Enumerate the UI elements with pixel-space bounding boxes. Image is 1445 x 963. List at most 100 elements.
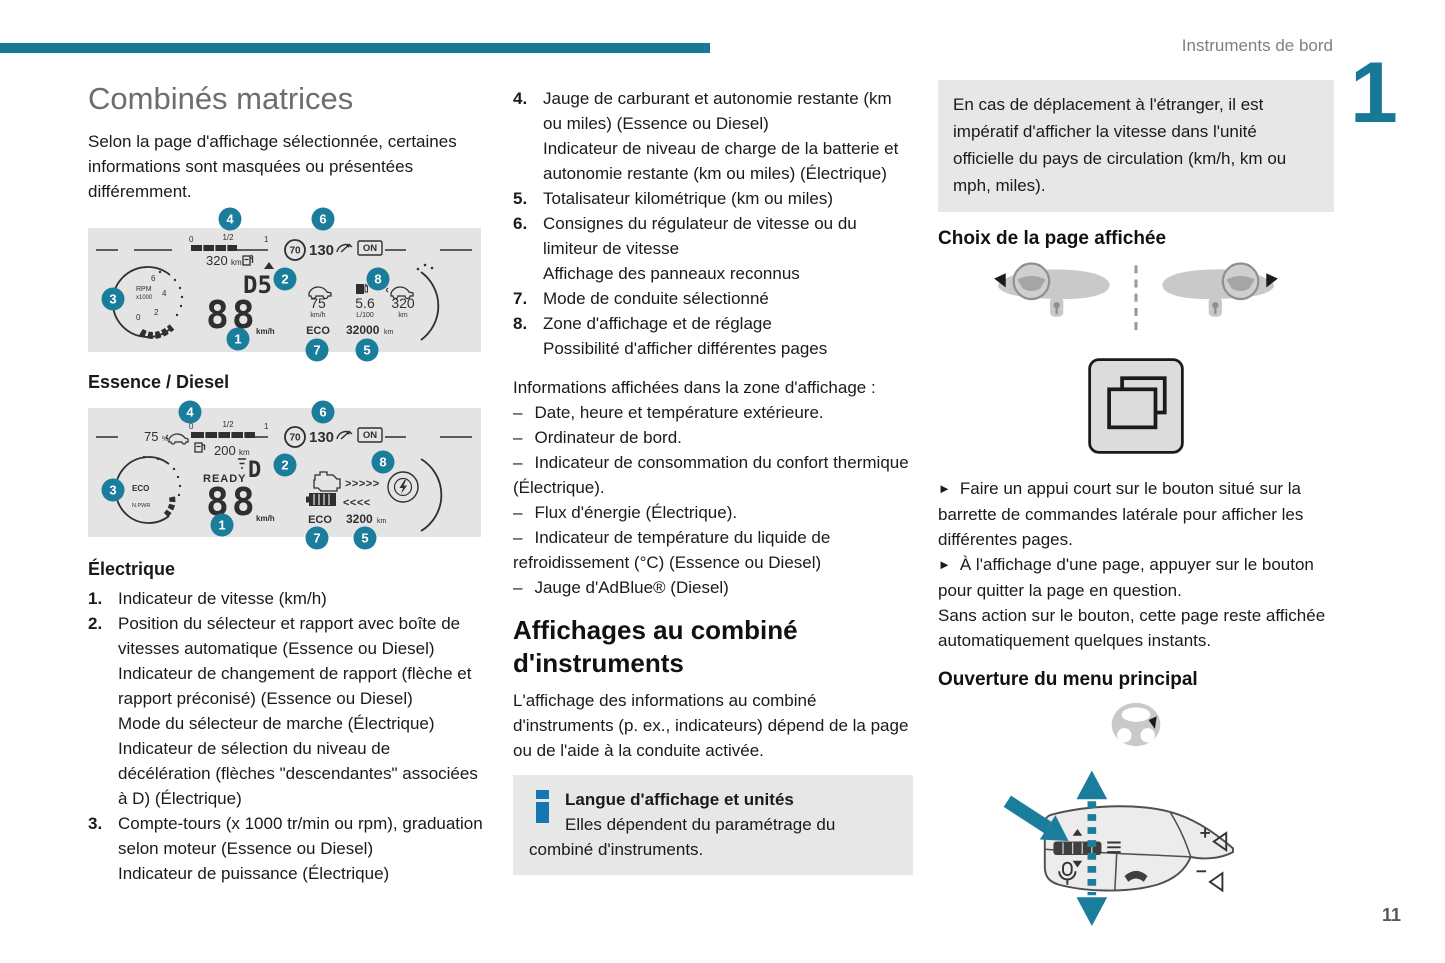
dash-item: –Ordinateur de bord.	[513, 428, 682, 447]
svg-text:4: 4	[226, 212, 234, 227]
zone-intro: Informations affichées dans la zone d'af…	[513, 378, 876, 397]
dash-item: –Jauge d'AdBlue® (Diesel)	[513, 578, 729, 597]
svg-text:1/2: 1/2	[222, 420, 234, 429]
svg-text:km: km	[239, 448, 250, 457]
list-item: 8. Zone d'affichage et de réglage Possib…	[513, 314, 828, 358]
svg-text:5: 5	[363, 343, 370, 358]
callout-7: 7	[305, 526, 329, 550]
dash-item: –Flux d'énergie (Électrique).	[513, 503, 738, 522]
dashboard-orientation-figure	[938, 260, 1334, 343]
svg-text:km: km	[377, 518, 387, 525]
svg-text:x1000: x1000	[136, 295, 153, 301]
list-item: 4. Jauge de carburant et autonomie resta…	[513, 89, 899, 183]
dash-item: –Indicateur de température du liquide de…	[513, 528, 831, 572]
svg-text:km: km	[398, 312, 408, 319]
cluster-figure-electrique: 75 % 0 1/2 1 200 km	[88, 400, 481, 550]
speed-limit-sign: 70	[284, 426, 306, 448]
callout-6: 6	[311, 207, 335, 231]
figure2-caption: Électrique	[88, 559, 176, 580]
svg-text:200: 200	[214, 443, 236, 458]
phone-icon	[1124, 870, 1148, 882]
scroll-up-arrow-icon	[1072, 829, 1083, 836]
figure1-caption: Essence / Diesel	[88, 372, 230, 393]
running-head: Instruments de bord	[1181, 36, 1333, 55]
pointer-icon: ►	[938, 557, 951, 572]
svg-text:km/h: km/h	[256, 514, 275, 523]
fuel-pump-icon	[356, 283, 368, 295]
callout-3: 3	[101, 287, 125, 311]
instruction: ►À l'affichage d'une page, appuyer sur l…	[938, 555, 1314, 600]
callout-1: 1	[210, 513, 234, 537]
electric-motor-icon	[387, 471, 419, 503]
section-body: L'affichage des informations au combiné …	[513, 691, 909, 760]
left-column: Combinés matrices Selon la page d'affich…	[88, 81, 486, 886]
svg-text:5.6: 5.6	[355, 295, 375, 311]
top-accent-bar	[0, 43, 710, 53]
callout-2: 2	[273, 453, 297, 477]
instruction: ►Faire un appui court sur le bouton situ…	[938, 479, 1304, 549]
svg-text:1/2: 1/2	[222, 233, 234, 242]
info-box: Langue d'affichage et unités Elles dépen…	[513, 775, 913, 875]
svg-text:1: 1	[264, 422, 269, 431]
digital-speed: 88 km/h	[206, 293, 275, 337]
heading-page-choice: Choix de la page affichée	[938, 228, 1167, 249]
callout-6: 6	[311, 400, 335, 424]
callout-2: 2	[273, 267, 297, 291]
car-icon	[308, 286, 332, 300]
page-title: Combinés matrices	[88, 81, 354, 116]
volume-up-button[interactable]	[1200, 828, 1228, 853]
svg-text:D: D	[248, 458, 261, 483]
section-title: Affichages au combiné d'instruments	[513, 615, 798, 678]
lightning-icon	[399, 480, 407, 495]
callout-4: 4	[178, 400, 202, 424]
svg-text:ECO: ECO	[132, 484, 149, 493]
svg-text:7: 7	[313, 531, 320, 546]
volume-down-button[interactable]	[1196, 870, 1224, 893]
svg-text:75: 75	[144, 429, 158, 444]
svg-text:0: 0	[189, 422, 194, 431]
car-charging-icon	[165, 433, 189, 445]
menu-list-icon	[1107, 841, 1121, 854]
on-indicator: ON	[357, 240, 383, 256]
svg-text:km/h: km/h	[310, 312, 325, 319]
svg-text:320: 320	[391, 295, 415, 311]
list-item: 2. Position du sélecteur et rapport avec…	[88, 614, 478, 809]
svg-text:%: %	[162, 436, 168, 443]
speed-limit-sign: 70	[284, 239, 306, 261]
svg-text:70: 70	[289, 433, 301, 444]
callout-7: 7	[305, 338, 329, 362]
callout-5: 5	[353, 526, 377, 550]
tachometer: RPM x1000 0 2 4 6	[111, 266, 184, 340]
side-controls-figure	[938, 757, 1334, 933]
charge-gauge: 0 1/2 1 200 km	[189, 420, 269, 458]
notice-box: En cas de déplacement à l'étranger, il e…	[938, 80, 1334, 212]
steering-wheel-icon	[1111, 702, 1161, 747]
pointer-icon: ►	[938, 481, 951, 496]
svg-text:8: 8	[374, 272, 381, 287]
svg-text:8: 8	[379, 455, 386, 470]
svg-text:ECO: ECO	[308, 514, 332, 526]
cruise-control-icon	[336, 243, 353, 253]
svg-text:32000: 32000	[346, 323, 380, 337]
svg-text:1: 1	[234, 332, 241, 347]
svg-text:130: 130	[309, 429, 334, 446]
svg-text:ON: ON	[363, 430, 377, 441]
battery-icon	[306, 493, 336, 507]
list-item: 7. Mode de conduite sélectionné	[513, 289, 769, 308]
info-title: Langue d'affichage et unités	[565, 790, 794, 809]
fuel-gauge: 0 1/2 1 320 km	[189, 233, 269, 268]
svg-text:5: 5	[361, 531, 368, 546]
callout-4: 4	[218, 207, 242, 231]
svg-text:320: 320	[206, 253, 228, 268]
callout-3: 3	[101, 478, 125, 502]
on-indicator: ON	[357, 427, 383, 443]
cluster-figure-essence-diesel: 0 1/2 1 320 km 70 130	[88, 207, 481, 362]
scroll-direction-arrows-icon	[1076, 770, 1108, 927]
svg-text:88: 88	[206, 293, 258, 337]
svg-text:75: 75	[310, 295, 326, 311]
svg-text:7: 7	[313, 343, 320, 358]
svg-text:3: 3	[109, 483, 116, 498]
fuel-pump-icon	[194, 442, 206, 453]
page-button-icon	[1088, 358, 1184, 454]
